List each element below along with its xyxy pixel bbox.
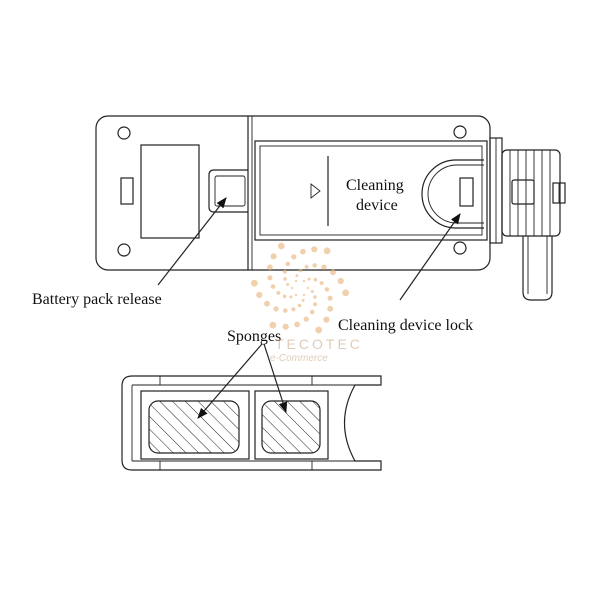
watermark-dot xyxy=(273,306,279,312)
sponge-small xyxy=(261,400,321,454)
watermark-dot xyxy=(282,269,287,274)
watermark-tagline: e-Commerce xyxy=(270,353,328,364)
battery-pack-release-label: Battery pack release xyxy=(32,291,162,308)
sponge-tray xyxy=(121,375,382,471)
watermark-dot xyxy=(294,279,298,283)
watermark-dot xyxy=(342,289,350,297)
screw-icon xyxy=(453,125,467,139)
watermark-dot xyxy=(250,279,258,287)
watermark-spiral-icon xyxy=(250,242,350,334)
watermark-dot xyxy=(294,321,300,328)
cleaning-device-label: Cleaning xyxy=(346,177,404,194)
connector-knob xyxy=(501,149,566,237)
watermark-dot xyxy=(256,291,263,299)
watermark-dot xyxy=(330,269,336,276)
watermark-dot xyxy=(270,284,276,289)
watermark-dot xyxy=(289,295,293,299)
sponge-frame xyxy=(140,390,250,460)
watermark-brand: TECOTEC xyxy=(275,336,363,352)
watermark-dot xyxy=(295,274,299,278)
sponge-frame xyxy=(254,390,329,460)
watermark-dot xyxy=(323,316,330,323)
screw-icon xyxy=(453,241,467,255)
cable xyxy=(522,236,553,301)
watermark-dot xyxy=(282,294,287,299)
device-housing xyxy=(95,115,491,271)
watermark-dot xyxy=(306,286,310,290)
watermark-dot xyxy=(319,281,324,286)
watermark-dot xyxy=(282,323,289,330)
side-slot xyxy=(120,177,134,205)
watermark-dot xyxy=(283,277,287,281)
watermark-dot xyxy=(309,309,315,315)
watermark-dot xyxy=(300,248,306,255)
watermark-dot xyxy=(313,295,317,299)
watermark-dot xyxy=(307,277,311,281)
watermark-dot xyxy=(277,242,285,250)
watermark-dot xyxy=(302,293,306,297)
watermark-dot xyxy=(297,303,302,308)
watermark-dot xyxy=(304,264,309,269)
screw-icon xyxy=(117,126,131,140)
watermark-dot xyxy=(337,277,344,285)
watermark-dot xyxy=(290,286,294,290)
sponges-label: Sponges xyxy=(227,328,281,345)
watermark-dot xyxy=(323,247,331,255)
battery-release-leader xyxy=(157,197,227,286)
watermark-dot xyxy=(264,300,270,307)
watermark-dot xyxy=(285,261,291,267)
watermark-dot xyxy=(315,326,323,334)
watermark-dot xyxy=(301,298,305,302)
cleaning-device-lock xyxy=(421,159,484,229)
watermark-logo: TECOTEC e-Commerce xyxy=(250,242,363,364)
watermark-dot xyxy=(313,277,318,282)
sponges-leader xyxy=(197,343,263,419)
watermark-dot xyxy=(312,263,318,268)
battery-release-tab xyxy=(208,169,248,213)
lock-slot xyxy=(459,177,474,207)
watermark-dot xyxy=(327,295,333,301)
play-arrow-icon xyxy=(310,183,321,199)
watermark-dot xyxy=(302,279,306,283)
watermark-dot xyxy=(269,321,277,329)
watermark-dot xyxy=(267,264,273,271)
watermark-dot xyxy=(313,302,318,307)
watermark-dot xyxy=(310,290,314,293)
sponge-large xyxy=(148,400,240,454)
watermark-dot xyxy=(303,316,309,322)
watermark-dot xyxy=(291,254,297,260)
cleaning-device-label-line2: device xyxy=(356,197,398,214)
watermark-dot xyxy=(327,305,333,312)
sponges-leader xyxy=(263,343,288,414)
watermark-dot xyxy=(270,253,277,260)
watermark-dot xyxy=(321,264,327,270)
lock-leader xyxy=(399,213,461,301)
cleaning-device-lock-label: Cleaning device lock xyxy=(338,317,473,334)
watermark-dot xyxy=(283,308,288,313)
cleaning-bay xyxy=(254,140,488,241)
device-top-view xyxy=(95,115,566,301)
watermark-dot xyxy=(324,287,330,292)
watermark-dot xyxy=(267,275,273,281)
tray-outline xyxy=(121,375,382,471)
watermark-dot xyxy=(298,268,303,273)
watermark-dot xyxy=(291,307,296,312)
battery-window xyxy=(140,144,200,239)
watermark-dot xyxy=(294,293,298,297)
watermark-dot xyxy=(286,283,290,286)
watermark-dot xyxy=(311,246,318,253)
watermark-dot xyxy=(276,290,281,295)
screw-icon xyxy=(117,243,131,257)
